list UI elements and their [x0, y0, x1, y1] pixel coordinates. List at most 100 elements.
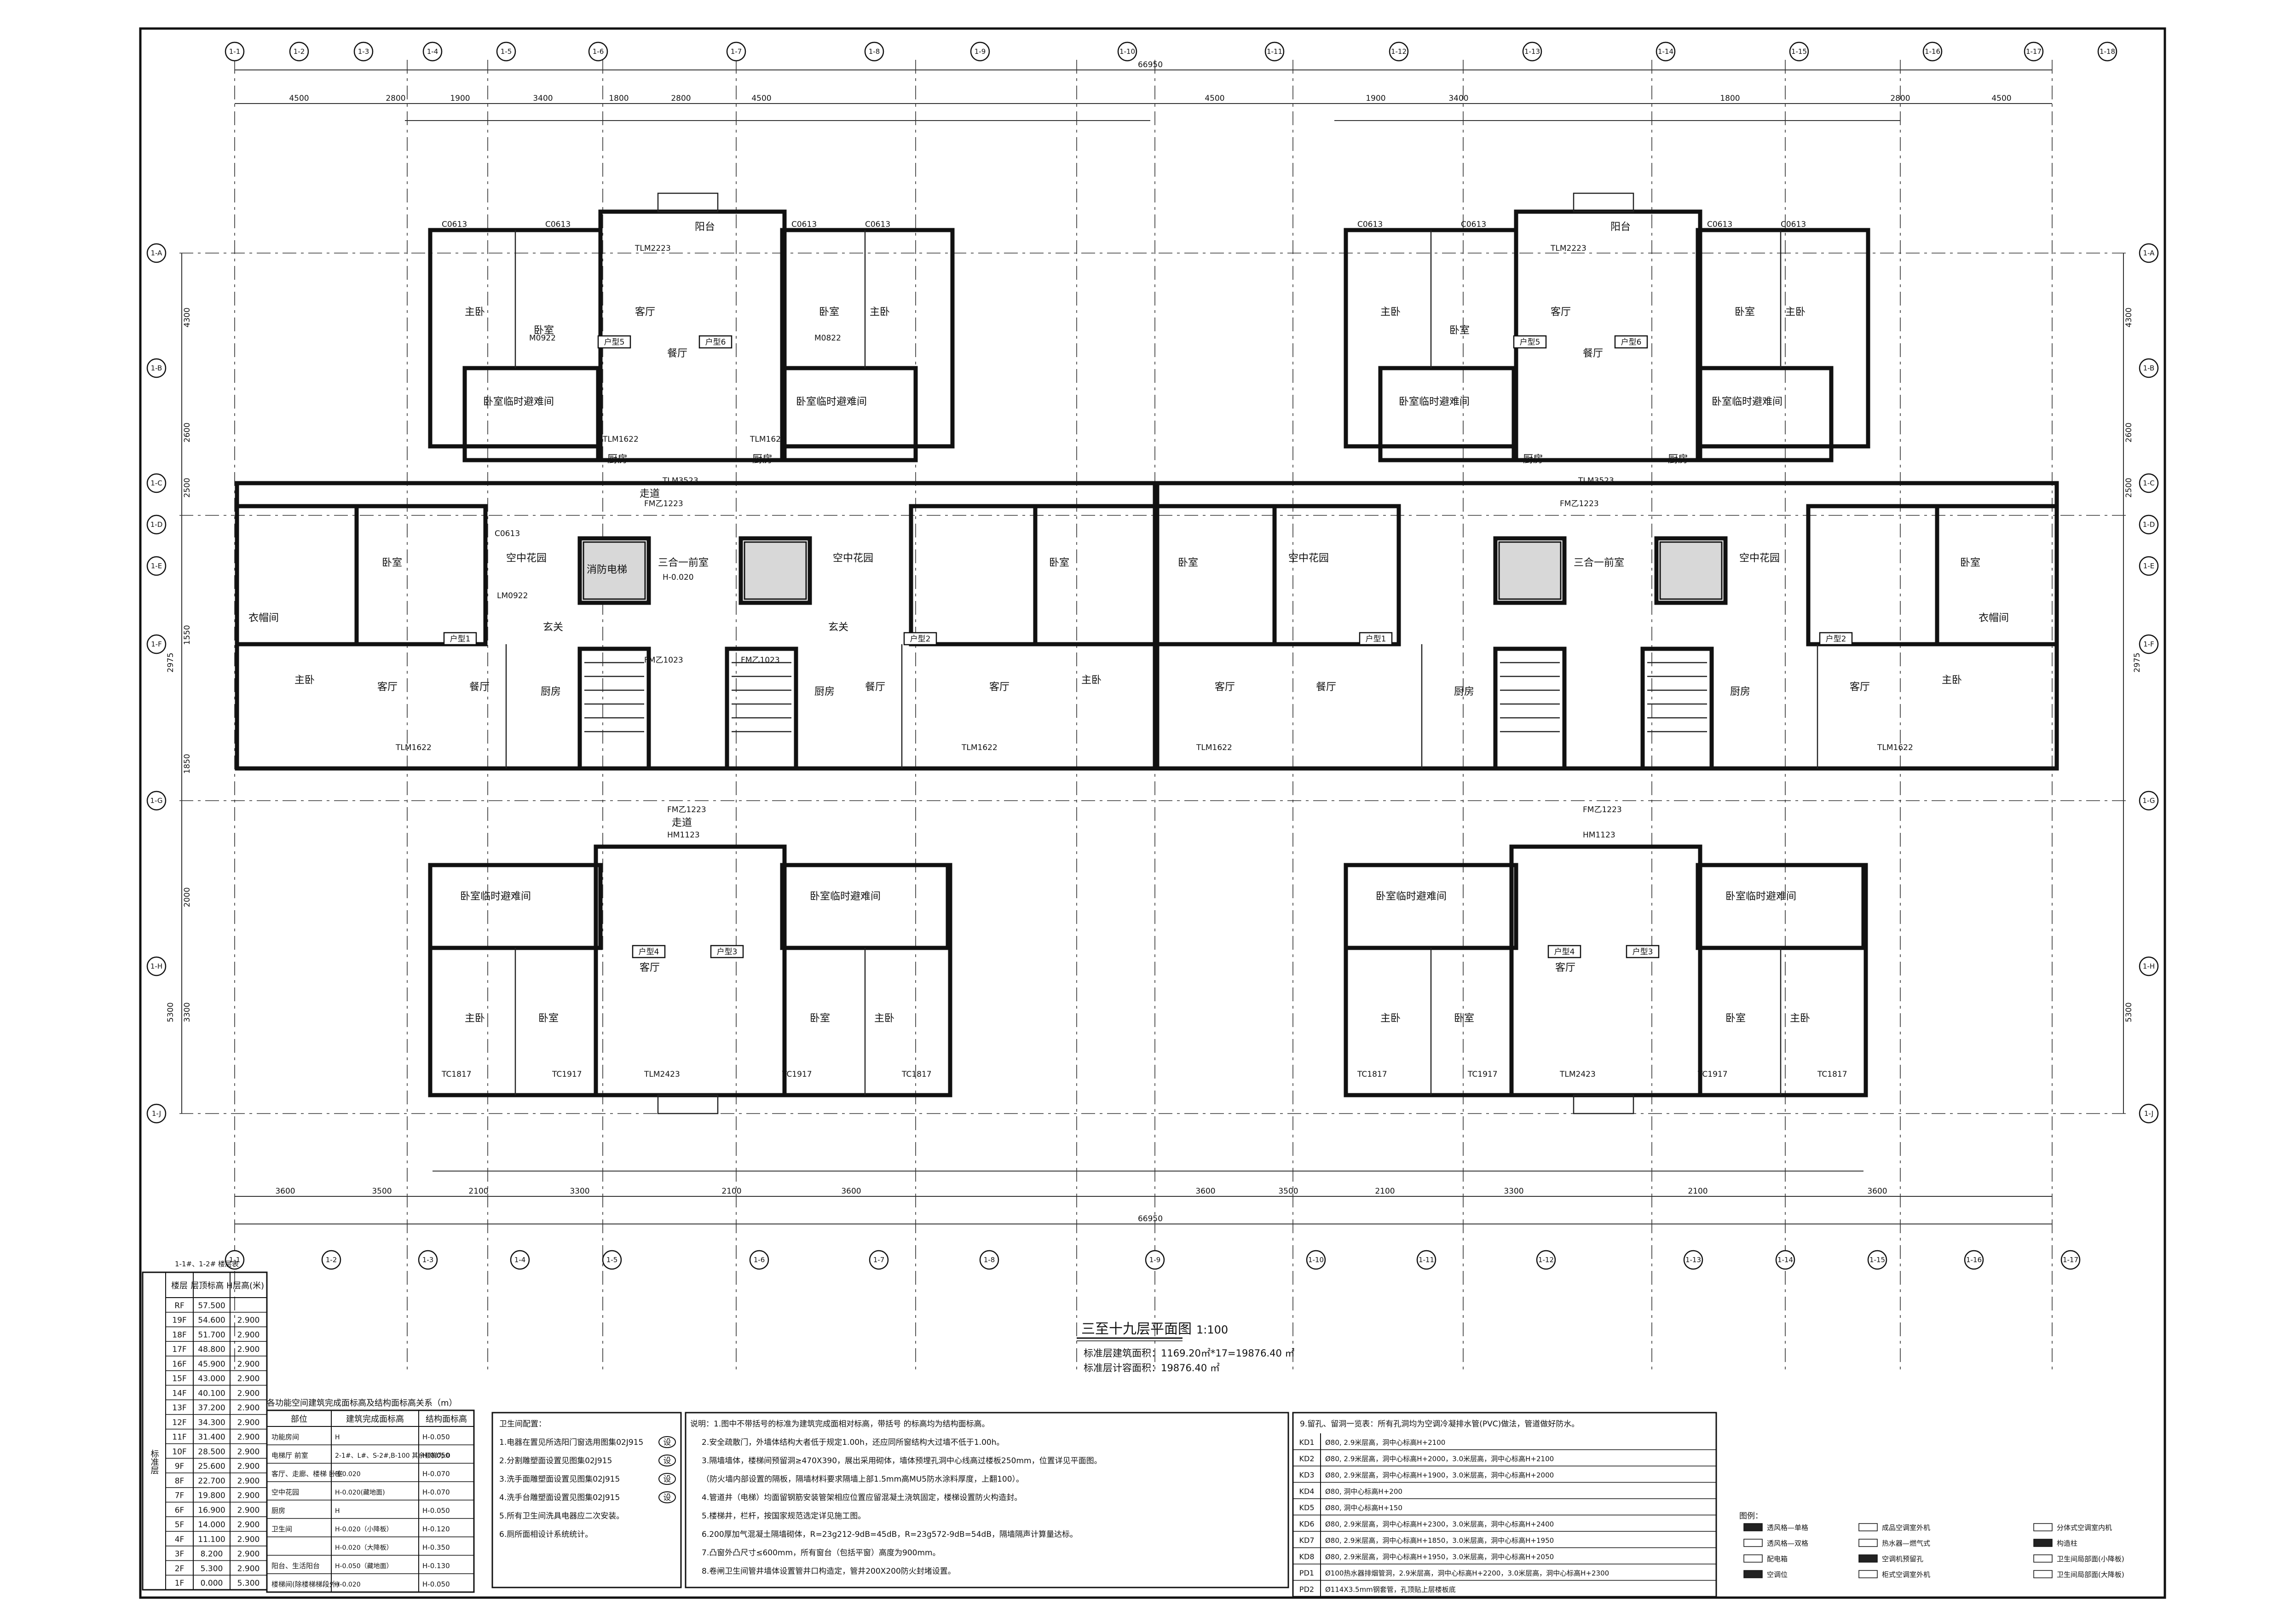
room-bedroom: 卧室: [382, 557, 402, 569]
axis-label: 1-5: [606, 1256, 618, 1264]
room-cloak: 衣帽间: [1979, 612, 2009, 624]
floor-cell: 5F: [175, 1520, 185, 1530]
svg-text:1.电器在置见所选阳门窗选用图集02J915: 1.电器在置见所选阳门窗选用图集02J915: [499, 1438, 643, 1447]
room-bedroom: 卧室: [1735, 306, 1755, 318]
room-hall: 走道: [640, 488, 660, 500]
axis-label: 1-1: [229, 1256, 241, 1264]
svg-text:2000: 2000: [183, 887, 192, 907]
svg-text:1-H: 1-H: [150, 962, 162, 970]
room-foyer: 玄关: [828, 622, 848, 633]
room-dining: 餐厅: [865, 681, 885, 693]
elevation-cell: 11.100: [198, 1535, 225, 1544]
room-garden: 空中花园: [1739, 553, 1780, 564]
overall-dim-top: 66950: [1138, 60, 1163, 69]
height-cell: 2.900: [237, 1374, 260, 1384]
svg-text:1-A: 1-A: [151, 249, 163, 257]
height-cell: 2.900: [237, 1564, 260, 1573]
svg-text:设: 设: [663, 1438, 671, 1447]
elevation-cell: 0.000: [201, 1579, 223, 1588]
room-bedroom: 卧室: [1449, 325, 1470, 336]
notes-a: 卫生间配置： 1.电器在置见所选阳门窗选用图集02J915 2.分割雕塑面设置见…: [491, 1412, 682, 1588]
elevation-cell: 31.400: [198, 1433, 225, 1442]
room-bedroom: 卧室: [1725, 1013, 1746, 1024]
svg-text:6.厕所面相设计系统统计。: 6.厕所面相设计系统统计。: [499, 1530, 593, 1539]
axis-label: 1-1: [229, 47, 241, 56]
room-master: 主卧: [465, 306, 485, 318]
axis-label: 1-16: [1925, 47, 1940, 56]
legend-swatch: [2033, 1539, 2053, 1547]
room-living: 客厅: [1551, 306, 1571, 318]
floor-cell: 19F: [172, 1316, 186, 1325]
legend-label: 分体式空调室内机: [2057, 1524, 2112, 1532]
height-cell: 2.900: [237, 1389, 260, 1398]
svg-text:1-B: 1-B: [151, 364, 162, 372]
room-kitchen: 厨房: [1668, 454, 1688, 465]
drawing-title-block: 三至十九层平面图 1:100 标准层建筑面积：1169.20㎡*17=19876…: [1077, 1321, 1295, 1374]
svg-text:1-C: 1-C: [150, 479, 162, 487]
legend-swatch: [1743, 1554, 1763, 1563]
svg-text:2500: 2500: [2124, 478, 2134, 497]
svg-text:TLM1622: TLM1622: [750, 435, 786, 444]
room-bedroom: 卧室: [1960, 557, 1980, 569]
svg-text:1550: 1550: [183, 625, 192, 645]
elevation-table: 各功能空间建筑完成面标高及结构面标高关系（m） 部位 建筑完成面标高 结构面标高…: [266, 1398, 475, 1593]
svg-text:5.所有卫生间洗具电器应二次安装。: 5.所有卫生间洗具电器应二次安装。: [499, 1512, 624, 1521]
location-cell: 厨房: [271, 1507, 285, 1515]
finish-elev-cell: H-0.020: [335, 1471, 361, 1478]
hole-desc: Ø100热水器排烟管洞，2.9米层高，洞中心标高H+2200，3.0米层高，洞中…: [1325, 1569, 1609, 1577]
svg-text:8.卷闸卫生间管井墙体设置管井口构造定，管井200X200防: 8.卷闸卫生间管井墙体设置管井口构造定，管井200X200防火封堵设置。: [702, 1567, 956, 1576]
location-cell: 阳台、生活阳台: [271, 1562, 320, 1570]
dimension-bottom: 3600 3500 2100 3300 2100 3600 3600 3500 …: [235, 1171, 2052, 1224]
svg-text:4500: 4500: [1991, 94, 2011, 103]
room-labels: 主卧 卧室 客厅 餐厅 卧室 主卧 阳台 卧室临时避难间 卧室临时避难间 厨房 …: [248, 221, 2009, 1024]
elevation-cell: 14.000: [198, 1520, 225, 1530]
svg-text:TLM1622: TLM1622: [1877, 743, 1913, 752]
location-cell: 楼梯间(除楼梯梯段外): [271, 1580, 339, 1588]
svg-text:TLM1622: TLM1622: [961, 743, 998, 752]
svg-text:1800: 1800: [1720, 94, 1740, 103]
legend: 图例： 透风格—单格透风格—双格配电箱空调位成品空调室外机热水器—燃气式空调机预…: [1739, 1512, 2124, 1579]
svg-text:图例：: 图例：: [1739, 1512, 1763, 1521]
hole-desc: Ø80, 2.9米层高，洞中心标高H+1950，3.0米层高，洞中心标高H+20…: [1325, 1553, 1554, 1561]
svg-text:9.留孔、留洞一览表：所有孔洞均为空调冷凝排水管(PVC)做: 9.留孔、留洞一览表：所有孔洞均为空调冷凝排水管(PVC)做法，管道做好防水。: [1300, 1420, 1579, 1429]
legend-label: 成品空调室外机: [1882, 1524, 1930, 1532]
room-bedroom: 卧室: [534, 325, 554, 336]
axis-label: 1-2: [326, 1256, 337, 1264]
svg-text:2100: 2100: [1375, 1187, 1395, 1196]
axis-label: 1-5: [501, 47, 512, 56]
axis-grid: [179, 60, 2126, 1371]
height-cell: 2.900: [237, 1330, 260, 1339]
floor-cell: 12F: [172, 1418, 186, 1427]
svg-text:户型4: 户型4: [639, 947, 659, 957]
svg-text:M0822: M0822: [814, 334, 841, 343]
floor-cell: 7F: [175, 1491, 185, 1501]
height-cell: 5.300: [237, 1579, 260, 1588]
svg-text:1-J: 1-J: [2144, 1109, 2153, 1118]
struct-elev-cell: H-0.050: [422, 1433, 450, 1441]
svg-text:3600: 3600: [275, 1187, 295, 1196]
svg-text:层高(米): 层高(米): [233, 1281, 264, 1291]
axis-label: 1-15: [1869, 1256, 1885, 1264]
svg-text:3500: 3500: [1278, 1187, 1298, 1196]
svg-text:TLM2223: TLM2223: [1550, 244, 1586, 253]
axis-label: 1-15: [1791, 47, 1807, 56]
svg-text:3300: 3300: [183, 1002, 192, 1022]
svg-text:1-C: 1-C: [2143, 479, 2154, 487]
drawing-scale: 1:100: [1196, 1323, 1228, 1336]
svg-text:设: 设: [663, 1456, 671, 1466]
svg-text:1-H: 1-H: [2143, 962, 2155, 970]
struct-elev-cell: H-0.120: [422, 1525, 450, 1533]
hole-code: KD7: [1299, 1536, 1315, 1545]
location-cell: 客厅、走廊、楼梯 卧室: [271, 1470, 343, 1478]
svg-text:3300: 3300: [1504, 1187, 1523, 1196]
svg-text:1-F: 1-F: [2143, 640, 2154, 648]
room-shelter: 卧室临时避难间: [1725, 891, 1796, 902]
finish-elev-cell: H-0.020（大降板）: [335, 1544, 393, 1552]
room-living: 客厅: [640, 962, 660, 974]
hole-code: KD2: [1299, 1454, 1315, 1463]
room-kitchen: 厨房: [607, 454, 628, 465]
axis-label: 1-8: [984, 1256, 995, 1264]
axis-label: 1-18: [2100, 47, 2115, 56]
axis-label: 1-17: [2026, 47, 2042, 56]
